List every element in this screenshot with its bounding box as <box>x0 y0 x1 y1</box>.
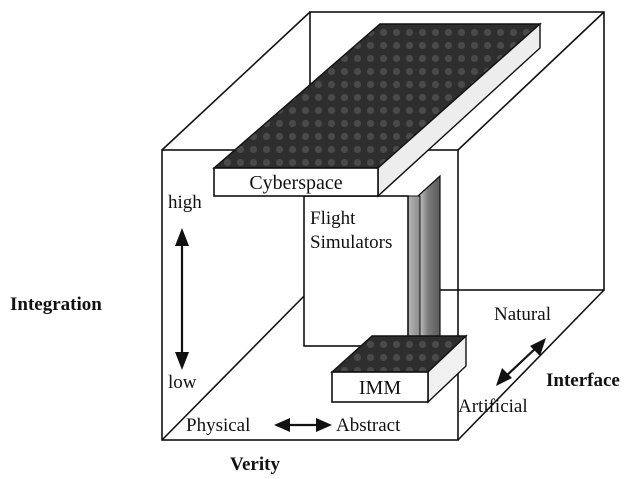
integration-arrow <box>175 228 189 370</box>
cyberspace-front-face <box>213 167 379 197</box>
imm-block <box>330 334 468 404</box>
cube-edge-top-right <box>457 11 605 151</box>
interface-natural-label: Natural <box>494 304 551 325</box>
cyberspace-label: Cyberspace <box>249 172 342 194</box>
cube-edge-bottom-left <box>161 289 311 441</box>
integration-low-label: low <box>168 372 197 393</box>
interface-artificial-label: Artificial <box>458 396 528 417</box>
interface-arrow <box>496 338 546 386</box>
verity-axis-title: Verity <box>230 454 280 475</box>
integration-high-label: high <box>168 192 202 213</box>
flight-label: Flight <box>310 208 356 229</box>
imm-label: IMM <box>359 377 401 399</box>
imm-front-face <box>331 371 429 403</box>
flight-simulators-panel <box>303 195 409 347</box>
cyberspace-top-face <box>212 23 542 169</box>
verity-abstract-label: Abstract <box>336 415 401 436</box>
cube-edge-top-left <box>161 11 311 151</box>
verity-arrow <box>274 418 332 432</box>
simulators-label: Simulators <box>310 232 392 253</box>
cyberspace-block <box>212 22 542 198</box>
interface-axis-title: Interface <box>546 370 620 391</box>
integration-axis-title: Integration <box>10 294 102 315</box>
cube-edge-bottom-right <box>457 289 605 441</box>
verity-physical-label: Physical <box>186 415 250 436</box>
